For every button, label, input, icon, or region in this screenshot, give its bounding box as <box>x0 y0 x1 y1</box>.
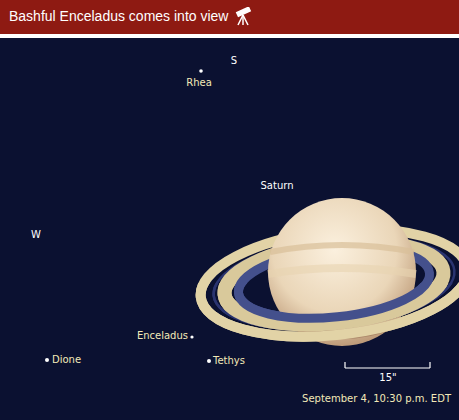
date-caption: September 4, 10:30 p.m. EDT <box>302 393 451 405</box>
moon-label: Enceladus <box>137 330 188 342</box>
night-sky <box>0 38 459 420</box>
planet-label: Saturn <box>260 180 293 192</box>
saturn-rings-front <box>195 283 459 349</box>
title-text: Bashful Enceladus comes into view <box>9 8 228 24</box>
enceladus-moon <box>190 335 193 338</box>
telescope-icon <box>234 7 254 27</box>
scale-label: 15" <box>379 372 396 384</box>
rhea-moon <box>199 69 203 73</box>
scale-bar <box>345 362 430 368</box>
dione-moon <box>45 358 49 362</box>
moon-label: Tethys <box>213 355 245 367</box>
moon-label: Rhea <box>186 77 212 89</box>
direction-south: S <box>231 55 237 67</box>
direction-west: W <box>31 229 41 241</box>
tethys-moon <box>207 359 211 363</box>
moon-label: Dione <box>52 354 81 366</box>
